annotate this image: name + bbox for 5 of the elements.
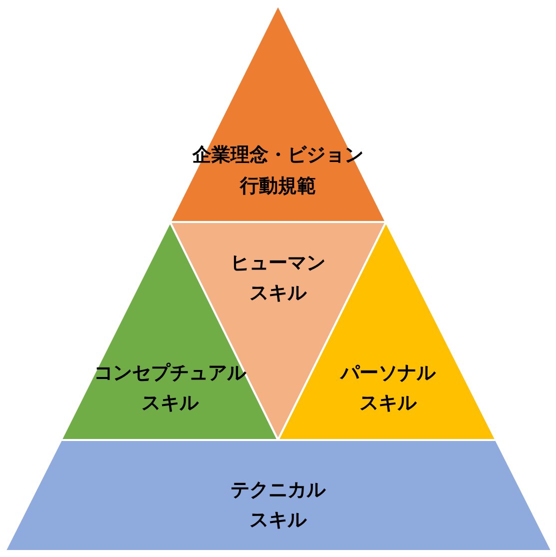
segment-label: テクニカルスキル bbox=[230, 478, 327, 533]
segment-label: ヒューマンスキル bbox=[230, 251, 326, 306]
segment-label: 行動規範 bbox=[240, 174, 316, 199]
segment-label: コンセプチュアルスキル bbox=[93, 361, 248, 416]
segment-label: パーソナルスキル bbox=[338, 361, 437, 416]
